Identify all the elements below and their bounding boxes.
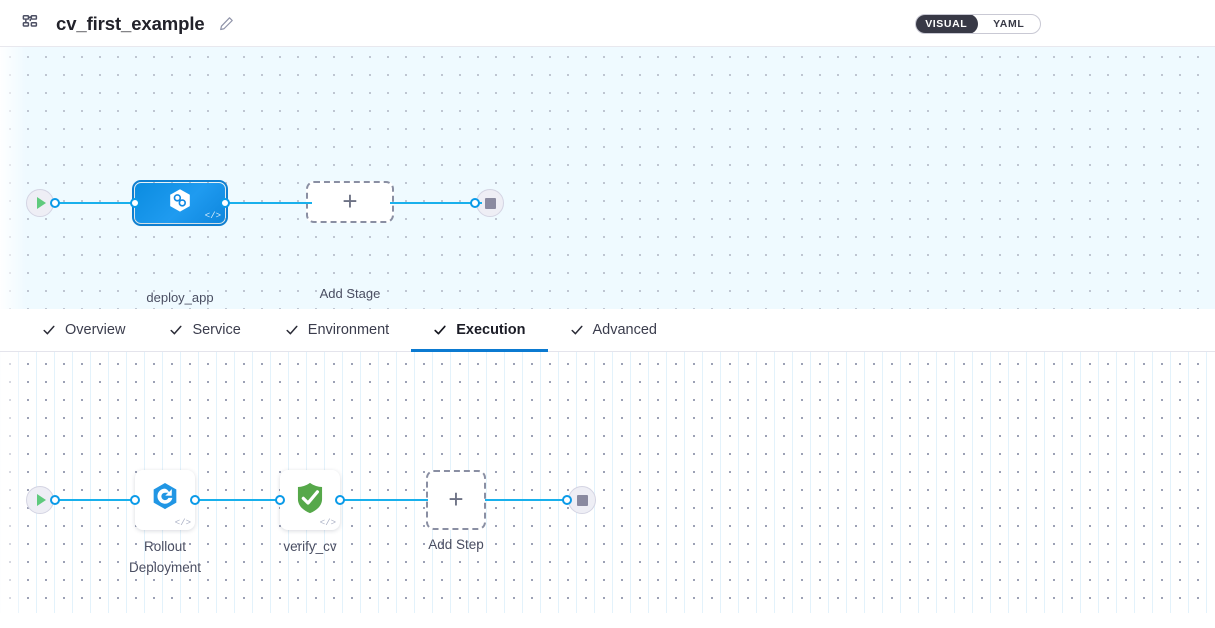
add-stage-label: Add Stage bbox=[319, 286, 381, 301]
check-icon bbox=[169, 323, 183, 337]
code-glyph-icon: </> bbox=[204, 211, 221, 221]
check-icon bbox=[433, 323, 447, 337]
execution-graph-canvas[interactable]: </> Rollout Deployment </> verify_cv bbox=[0, 352, 1215, 613]
stage-input-port[interactable] bbox=[130, 198, 140, 208]
code-glyph-icon: </> bbox=[319, 518, 336, 528]
exec-end-input-port[interactable] bbox=[562, 495, 572, 505]
verify-input-port[interactable] bbox=[275, 495, 285, 505]
rollout-input-port[interactable] bbox=[130, 495, 140, 505]
rollout-output-port[interactable] bbox=[190, 495, 200, 505]
edge-add-to-end bbox=[485, 499, 569, 501]
page-title: cv_first_example bbox=[56, 12, 205, 34]
stage-output-port[interactable] bbox=[220, 198, 230, 208]
stage-label-deploy-app: deploy_app bbox=[146, 290, 214, 305]
end-input-port[interactable] bbox=[470, 198, 480, 208]
edge-rollout-to-verify bbox=[196, 499, 284, 501]
tab-advanced[interactable]: Advanced bbox=[548, 309, 680, 351]
exec-start-output-port[interactable] bbox=[50, 495, 60, 505]
execution-start-node[interactable] bbox=[26, 486, 60, 514]
stage-graph-canvas[interactable]: </> deploy_app + Add Stage bbox=[0, 47, 1215, 309]
plus-icon: + bbox=[342, 185, 358, 216]
view-mode-toggle[interactable]: VISUAL YAML bbox=[915, 14, 1041, 34]
kubernetes-rollout-icon bbox=[147, 480, 183, 521]
header-title-group: cv_first_example bbox=[22, 0, 234, 47]
start-output-port[interactable] bbox=[50, 198, 60, 208]
step-node-body[interactable]: </> bbox=[280, 470, 340, 530]
check-icon bbox=[42, 323, 56, 337]
check-icon bbox=[285, 323, 299, 337]
pipeline-start-node[interactable] bbox=[26, 189, 60, 217]
execution-end-node[interactable] bbox=[562, 486, 596, 514]
pipeline-icon bbox=[22, 13, 44, 35]
toggle-option-visual[interactable]: VISUAL bbox=[916, 15, 978, 33]
toggle-option-yaml[interactable]: YAML bbox=[993, 18, 1025, 30]
tab-label-advanced: Advanced bbox=[592, 322, 658, 338]
add-step-button[interactable]: + bbox=[426, 470, 486, 530]
tab-service[interactable]: Service bbox=[147, 309, 262, 351]
code-glyph-icon: </> bbox=[174, 518, 191, 528]
canvas-bottom-strip bbox=[0, 613, 1215, 628]
stage-config-tabs[interactable]: Overview Service Environment Execution A… bbox=[0, 309, 1215, 352]
verify-output-port[interactable] bbox=[335, 495, 345, 505]
tab-label-service: Service bbox=[192, 322, 241, 338]
edge-deploy-to-add bbox=[222, 202, 312, 204]
shield-check-icon bbox=[292, 480, 328, 521]
tab-label-execution: Execution bbox=[456, 322, 526, 338]
add-step-label: Add Step bbox=[428, 537, 484, 552]
pencil-edit-icon[interactable] bbox=[219, 16, 234, 31]
step-label-verify-cv: verify_cv bbox=[283, 539, 337, 554]
tab-overview[interactable]: Overview bbox=[20, 309, 147, 351]
canvas-left-fade bbox=[0, 47, 26, 309]
harness-deploy-icon bbox=[166, 187, 194, 220]
play-icon bbox=[26, 486, 54, 514]
stop-icon bbox=[568, 486, 596, 514]
step-label-rollout-deployment: Rollout Deployment bbox=[128, 539, 202, 575]
app-header: cv_first_example VISUAL YAML bbox=[0, 0, 1215, 47]
edge-start-to-deploy bbox=[52, 202, 137, 204]
plus-icon: + bbox=[448, 483, 464, 514]
tab-environment[interactable]: Environment bbox=[263, 309, 411, 351]
play-icon bbox=[26, 189, 54, 217]
tab-label-environment: Environment bbox=[307, 322, 390, 338]
stage-node-body[interactable]: </> bbox=[132, 180, 228, 226]
edge-verify-to-add bbox=[340, 499, 428, 501]
tab-label-overview: Overview bbox=[65, 322, 126, 338]
add-stage-button[interactable]: + bbox=[306, 181, 394, 223]
edge-start-to-rollout bbox=[52, 499, 138, 501]
edge-add-to-end bbox=[390, 202, 482, 204]
step-node-body[interactable]: </> bbox=[135, 470, 195, 530]
canvas-left-fade bbox=[0, 352, 26, 613]
tab-execution[interactable]: Execution bbox=[411, 309, 548, 352]
check-icon bbox=[570, 323, 584, 337]
